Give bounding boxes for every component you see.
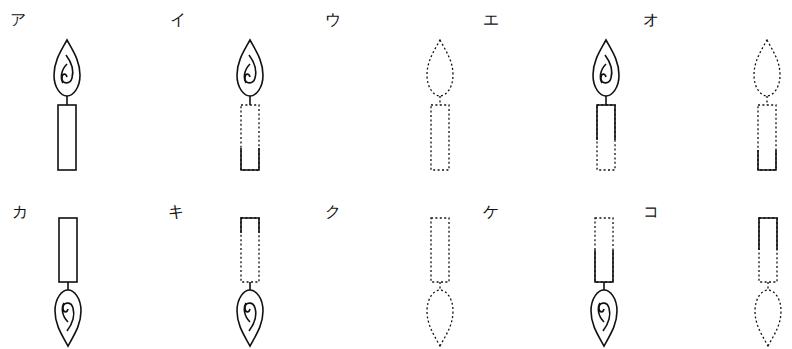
- option-letter: エ: [483, 12, 499, 28]
- option-letter: カ: [12, 204, 28, 220]
- option-letter: ケ: [483, 204, 499, 220]
- candle-figure: [237, 40, 263, 170]
- option-letter: イ: [170, 12, 186, 28]
- option-letter: ウ: [325, 12, 341, 28]
- option-letter: キ: [168, 204, 184, 220]
- candle-figure: [755, 218, 781, 346]
- candle-figure: [593, 40, 619, 170]
- candle-figure: [54, 40, 80, 170]
- option-letter: オ: [643, 12, 659, 28]
- option-letter: コ: [643, 204, 659, 220]
- candle-figure: [237, 218, 263, 346]
- candle-figure: [427, 218, 453, 346]
- candle-figure: [754, 40, 780, 170]
- candle-figure: [55, 218, 81, 346]
- candle-figure: [427, 40, 453, 170]
- candle-figure: [591, 218, 617, 346]
- option-letter: ク: [325, 204, 341, 220]
- option-letter: ア: [10, 12, 26, 28]
